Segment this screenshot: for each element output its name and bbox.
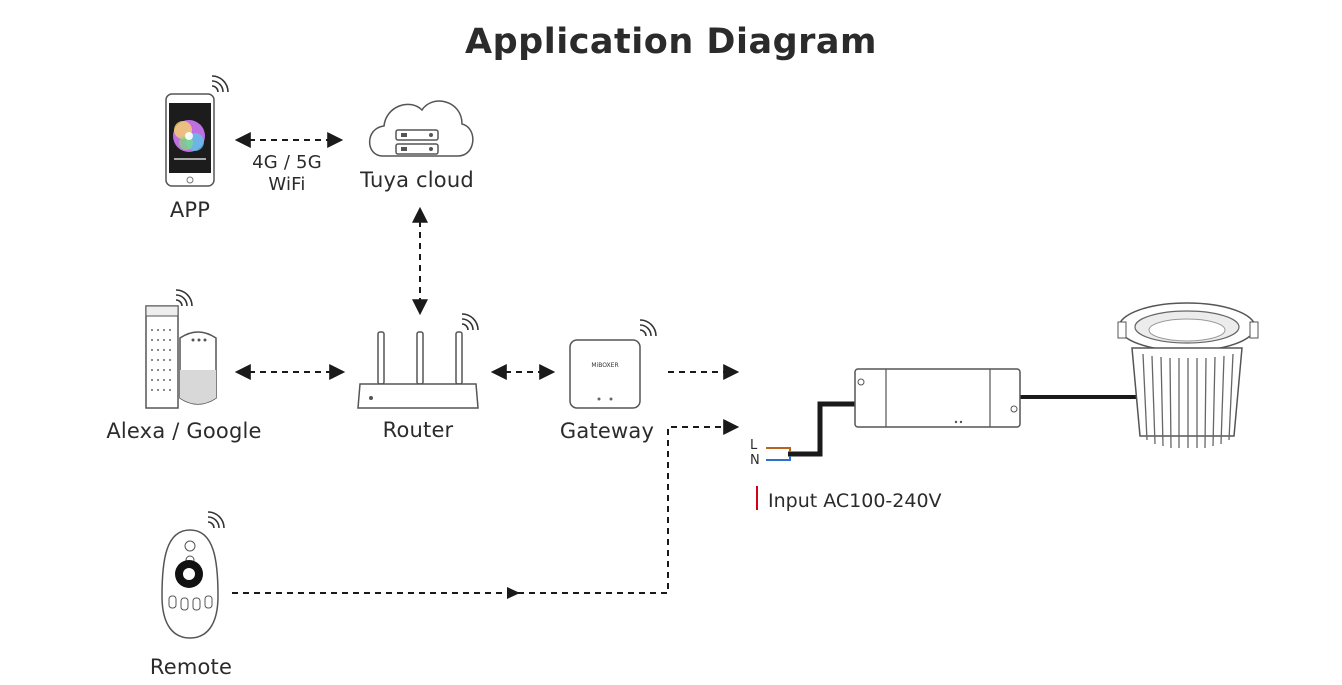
link-label-line2: WiFi	[268, 174, 306, 195]
phone-icon	[165, 93, 215, 187]
neutral-wire	[766, 456, 791, 461]
wifi-signal-icon	[639, 319, 657, 337]
remote-control-icon	[161, 529, 219, 639]
wifi-signal-icon	[211, 75, 229, 93]
live-terminal-label: L	[750, 438, 758, 453]
app-label: APP	[169, 198, 211, 222]
live-wire	[766, 447, 791, 452]
input-wire	[788, 401, 856, 457]
smart-speaker-icon	[145, 305, 217, 409]
voice-assistant-label: Alexa / Google	[106, 419, 262, 443]
router-icon	[357, 331, 479, 409]
router-label: Router	[382, 418, 454, 442]
remote-label: Remote	[149, 655, 233, 679]
cloud-label: Tuya cloud	[360, 168, 474, 192]
downlight-icon	[1117, 302, 1259, 449]
driver-box-icon	[854, 368, 1021, 428]
remote-driver-link	[232, 419, 740, 594]
input-voltage-label: Input AC100-240V	[768, 490, 942, 512]
wifi-signal-icon	[461, 313, 479, 331]
wifi-signal-icon	[175, 289, 193, 307]
gateway-icon: MiBOXER	[569, 339, 641, 409]
link-label-line1: 4G / 5G	[252, 152, 322, 173]
cloud-server-icon	[369, 100, 474, 157]
gateway-label: Gateway	[559, 419, 655, 443]
diagram-title: Application Diagram	[465, 22, 877, 62]
wifi-signal-icon	[207, 511, 225, 529]
svg-text:MiBOXER: MiBOXER	[591, 362, 618, 369]
remote-arrow-mid	[507, 587, 520, 599]
neutral-terminal-label: N	[750, 453, 760, 468]
